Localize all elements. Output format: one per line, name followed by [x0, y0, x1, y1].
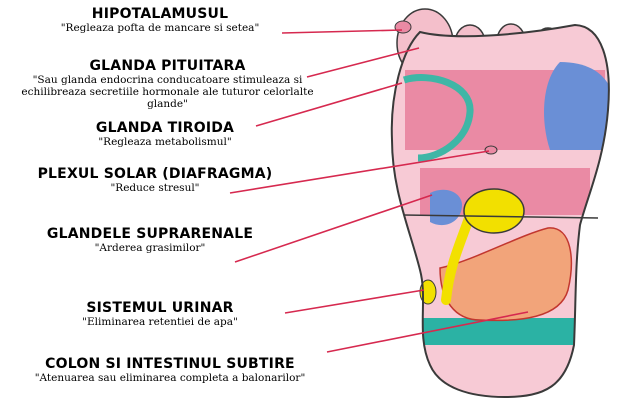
label-suprarenale-desc: "Arderea grasimilor"	[94, 242, 206, 254]
foot-sole	[390, 23, 610, 399]
shoulder-zone	[544, 62, 609, 150]
leader-hipotalamus	[281, 29, 403, 34]
label-suprarenale-title: GLANDELE SUPRARENALE	[46, 226, 254, 242]
thyroid-ring	[402, 74, 474, 162]
label-suprarenale: GLANDELE SUPRARENALE "Arderea grasimilor…	[30, 226, 270, 254]
leader-colon	[326, 311, 529, 353]
bladder-point	[419, 279, 437, 305]
label-hipotalamus: HIPOTALAMUSUL "Regleaza pofta de mancare…	[40, 6, 280, 34]
label-tiroida: GLANDA TIROIDA "Regleaza metabolismul"	[50, 120, 280, 148]
leader-urinar	[284, 289, 425, 314]
foot-outline	[390, 23, 610, 399]
label-plexul: PLEXUL SOLAR (DIAFRAGMA) "Reduce stresul…	[20, 166, 290, 194]
label-hipotalamus-title: HIPOTALAMUSUL	[91, 6, 229, 22]
label-urinar-title: SISTEMUL URINAR	[86, 300, 234, 316]
label-plexul-title: PLEXUL SOLAR (DIAFRAGMA)	[37, 166, 273, 182]
label-tiroida-desc: "Regleaza metabolismul"	[98, 136, 232, 148]
label-colon-title: COLON SI INTESTINUL SUBTIRE	[45, 356, 295, 372]
label-urinar-desc: "Eliminarea retentiei de apa"	[82, 316, 238, 328]
leader-plexul	[229, 150, 490, 194]
leader-pituitara	[306, 47, 420, 78]
diaphragm-line	[403, 214, 599, 219]
label-pituitara-title: GLANDA PITUITARA	[89, 58, 246, 74]
adrenal-gland	[463, 188, 525, 234]
leader-suprarenale	[234, 194, 433, 263]
label-pituitara-desc: "Sau glanda endocrina conducatoare stimu…	[21, 74, 314, 110]
label-hipotalamus-desc: "Regleaza pofta de mancare si setea"	[60, 22, 260, 34]
label-colon: COLON SI INTESTINUL SUBTIRE "Atenuarea s…	[15, 356, 325, 384]
leader-tiroida	[255, 82, 403, 127]
label-urinar: SISTEMUL URINAR "Eliminarea retentiei de…	[50, 300, 270, 328]
colon-zone	[439, 227, 573, 322]
label-pituitara: GLANDA PITUITARA "Sau glanda endocrina c…	[15, 58, 320, 110]
solar-plexus-point	[484, 145, 498, 155]
label-tiroida-title: GLANDA TIROIDA	[95, 120, 235, 136]
leader-lines	[229, 29, 529, 353]
label-colon-desc: "Atenuarea sau eliminarea completa a bal…	[34, 372, 306, 384]
label-plexul-desc: "Reduce stresul"	[110, 182, 200, 194]
